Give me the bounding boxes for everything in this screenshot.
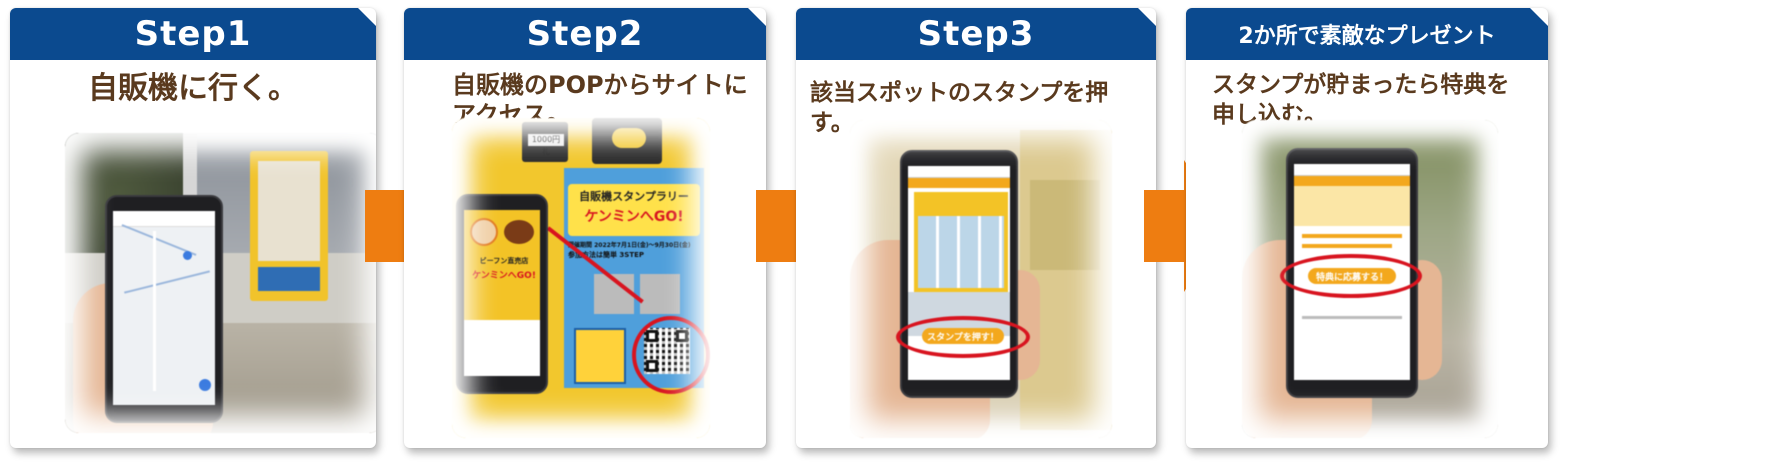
step-3-title: Step3 <box>917 14 1035 54</box>
phone-map <box>105 195 223 423</box>
step-card-3: Step3 該当スポットのスタンプを押す。 スタンプを押す！ <box>796 8 1156 448</box>
step-4-description-line-1: スタンプが貯まったら特典を <box>1212 72 1510 98</box>
step-1-photo <box>65 133 376 433</box>
qr-highlight-circle <box>632 316 710 394</box>
step-3-photo: スタンプを押す！ <box>850 120 1112 438</box>
step-4-photo: 特典に応募する！ <box>1242 120 1498 438</box>
step-1-title: Step1 <box>134 14 252 54</box>
stamp-button-highlight <box>896 316 1030 358</box>
step-3-description: 該当スポットのスタンプを押す。 <box>810 80 1109 136</box>
step-2-photo: 1000円札 自販機スタンプラリー ケンミンへGO! 開催期間 2022年7月1… <box>452 118 710 438</box>
poster-period: 開催期間 2022年7月1日(金)～9月30日(金) <box>568 242 691 249</box>
poster-title: 自販機スタンプラリー <box>579 190 689 203</box>
step-2-header: Step2 <box>404 8 766 60</box>
poster-method: 参加方法は簡単 3STEP <box>568 251 645 259</box>
step-4-title: 2か所で素敵なプレゼント <box>1238 24 1496 49</box>
step-1-header: Step1 <box>10 8 376 60</box>
step-card-1: Step1 自販機に行く。 <box>10 8 376 448</box>
step-4-header: 2か所で素敵なプレゼント <box>1186 8 1548 60</box>
step-2-description-line-1: 自販機のPOPからサイトに <box>452 71 748 99</box>
step-card-4: 2か所で素敵なプレゼント スタンプが貯まったら特典を 申し込む。 特典に応募する… <box>1186 8 1548 448</box>
step-card-2: Step2 自販機のPOPからサイトに アクセス。 1000円札 自販機スタンプ… <box>404 8 766 448</box>
arrow-right-icon <box>1144 160 1226 292</box>
step-3-header: Step3 <box>796 8 1156 60</box>
step-2-title: Step2 <box>526 14 644 54</box>
bill-label: 1000円札 <box>528 134 564 156</box>
phone-shop-name: ビーフン直売店 <box>479 257 529 265</box>
step-4-description: スタンプが貯まったら特典を 申し込む。 <box>1212 70 1532 130</box>
poster-brand: ケンミンへGO! <box>584 209 684 225</box>
phone-stamp-site: ビーフン直売店 ケンミンへGO! <box>456 194 548 394</box>
apply-button-highlight <box>1280 254 1422 298</box>
step-1-description: 自販機に行く。 <box>88 71 298 106</box>
phone-brand: ケンミンへGO! <box>472 271 536 281</box>
